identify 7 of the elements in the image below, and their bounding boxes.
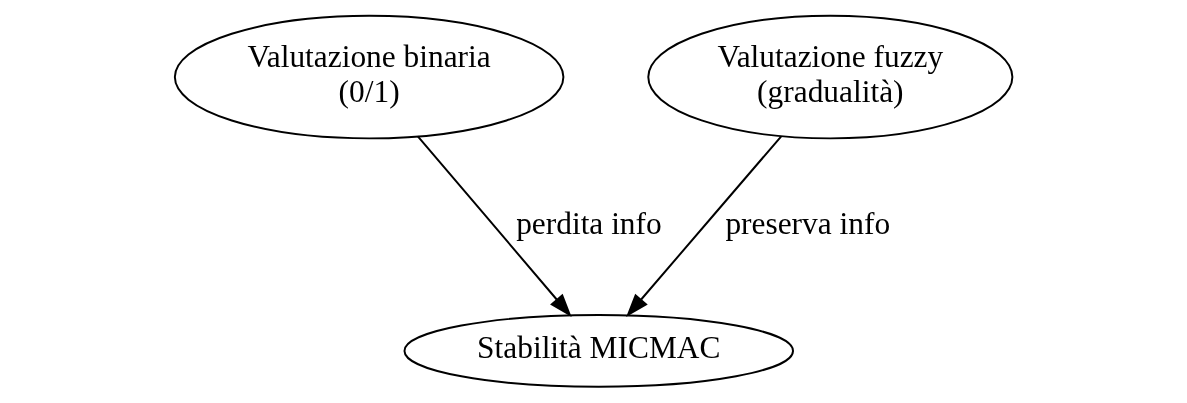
node-ellipse: Valutazione fuzzy (gradualità) [647,14,1014,140]
node-ellipse: Stabilità MICMAC [403,314,794,388]
arrow [416,135,572,318]
arrow [626,135,783,318]
node-ellipse: Valutazione binaria (0/1) [173,14,565,140]
edge-label: preserva info [725,205,891,241]
edge-label: perdita info [516,205,662,241]
